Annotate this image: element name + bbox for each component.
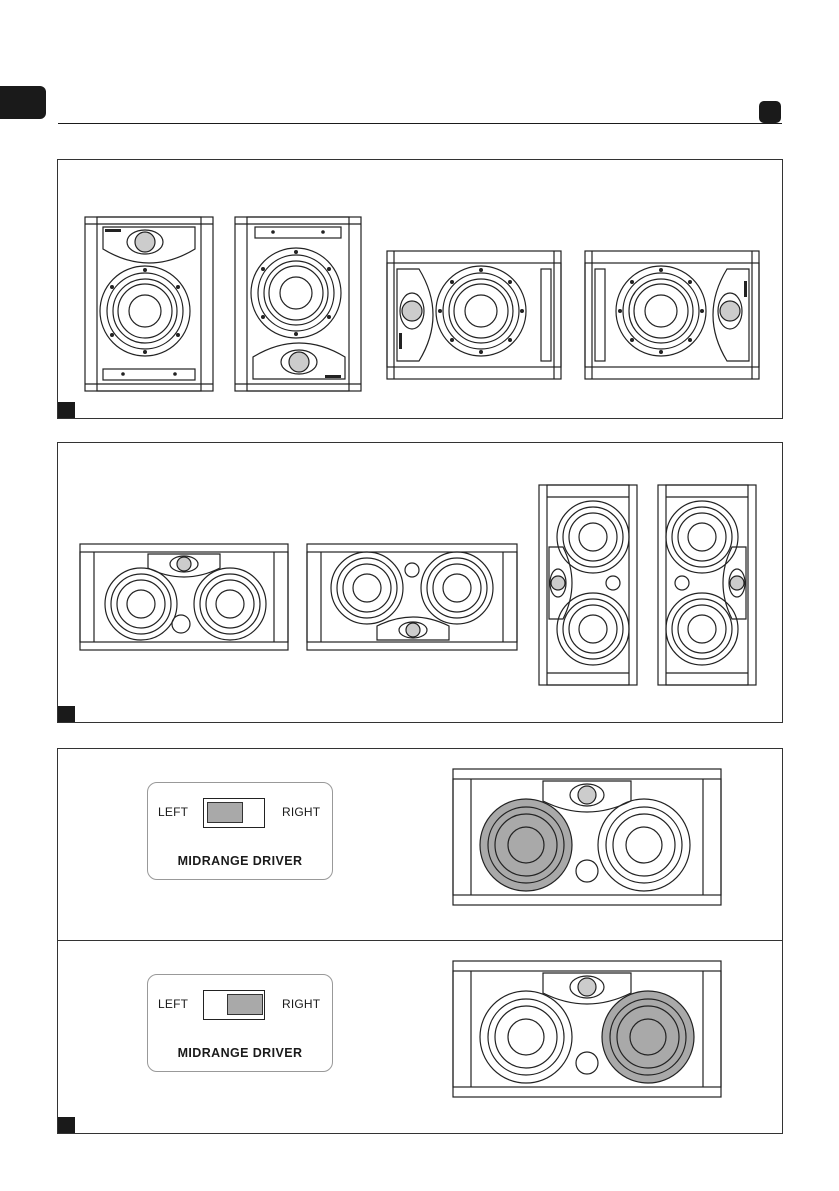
switch-title: MIDRANGE DRIVER bbox=[148, 1046, 332, 1060]
switch-left-label: LEFT bbox=[158, 805, 188, 819]
panel-divider bbox=[58, 940, 782, 941]
panel-marker bbox=[58, 706, 75, 722]
speaker-vertical-tweeter-left bbox=[537, 483, 639, 687]
speaker-horizontal-tweeter-top bbox=[78, 542, 290, 652]
speaker-left-midrange-active bbox=[451, 767, 723, 907]
monitor-horizontal-tweeter-left bbox=[385, 249, 563, 381]
panel-midrange-switch: LEFT RIGHT MIDRANGE DRIVER LEFT bbox=[57, 748, 783, 1134]
panel-marker bbox=[58, 402, 75, 418]
panel-marker bbox=[58, 1117, 75, 1133]
header-rule bbox=[58, 123, 782, 124]
switch-knob bbox=[207, 802, 243, 823]
switch-left-label: LEFT bbox=[158, 997, 188, 1011]
switch-title: MIDRANGE DRIVER bbox=[148, 854, 332, 868]
speaker-horizontal-tweeter-bottom bbox=[305, 542, 519, 652]
monitor-vertical-tweeter-top bbox=[83, 215, 215, 393]
page-tab-right bbox=[759, 101, 781, 123]
switch-right-label: RIGHT bbox=[282, 997, 320, 1011]
midrange-switch-right-position[interactable] bbox=[203, 990, 265, 1020]
monitor-vertical-tweeter-bottom bbox=[233, 215, 363, 393]
switch-knob bbox=[227, 994, 263, 1015]
switch-right-label: RIGHT bbox=[282, 805, 320, 819]
midrange-switch-card-left: LEFT RIGHT MIDRANGE DRIVER bbox=[147, 782, 333, 880]
panel-three-way-speakers bbox=[57, 442, 783, 723]
panel-two-way-monitors bbox=[57, 159, 783, 419]
monitor-horizontal-tweeter-right bbox=[583, 249, 761, 381]
speaker-vertical-tweeter-right bbox=[656, 483, 758, 687]
midrange-switch-card-right: LEFT RIGHT MIDRANGE DRIVER bbox=[147, 974, 333, 1072]
midrange-switch-left-position[interactable] bbox=[203, 798, 265, 828]
page-tab-left bbox=[0, 86, 46, 119]
speaker-right-midrange-active bbox=[451, 959, 723, 1099]
